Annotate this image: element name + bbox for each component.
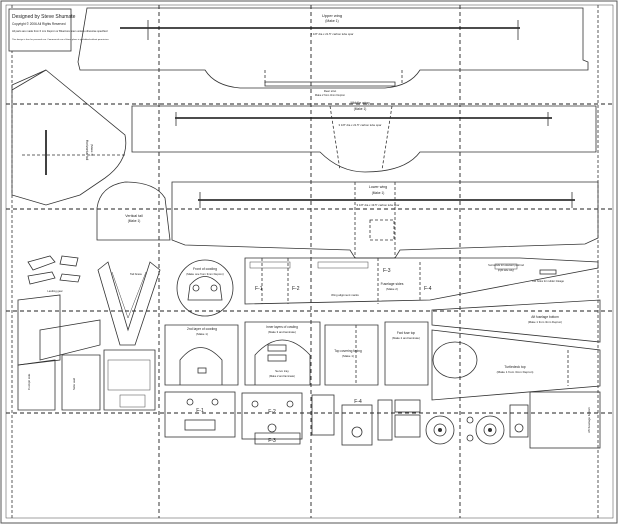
former-f2-label: F-2 bbox=[292, 286, 300, 292]
svg-text:(Make 1 from 3mm Depron): (Make 1 from 3mm Depron) bbox=[528, 320, 562, 324]
svg-text:Cockpit side: Cockpit side bbox=[27, 373, 31, 390]
svg-text:Tail brace: Tail brace bbox=[130, 272, 142, 276]
svg-text:(Make 1): (Make 1) bbox=[128, 219, 141, 223]
page-grid bbox=[6, 5, 612, 518]
svg-text:Cut holes for rudder linkage: Cut holes for rudder linkage bbox=[532, 279, 564, 283]
svg-text:Wing alignment marks: Wing alignment marks bbox=[331, 293, 359, 297]
fuselage-sides: F-1 F-2 F-3 F-4 Fuselage sides (Make 2) … bbox=[244, 257, 599, 305]
svg-text:Surrounds for elevator pushrod: Surrounds for elevator pushrod bbox=[488, 263, 524, 267]
svg-text:Inner layers of cowling: Inner layers of cowling bbox=[266, 325, 298, 329]
svg-text:Rear strut: Rear strut bbox=[324, 89, 337, 93]
svg-text:(Make 1): (Make 1) bbox=[342, 354, 354, 358]
fwd-fuse-top: Fwd fuse top (Make 2 and laminate) bbox=[384, 321, 429, 386]
vertical-tail: Vertical tail (Make 1) bbox=[96, 181, 171, 241]
title-block: Designed by Steve Shumate Copyright © 20… bbox=[8, 8, 109, 52]
svg-text:(Make 2 and laminate): (Make 2 and laminate) bbox=[392, 336, 420, 340]
svg-text:2nd layer of cowling: 2nd layer of cowling bbox=[187, 327, 217, 331]
svg-text:Fuselage sides: Fuselage sides bbox=[381, 282, 404, 286]
former-f3-label: F-3 bbox=[383, 268, 391, 274]
svg-text:(Make 1): (Make 1) bbox=[196, 332, 208, 336]
drawing-frame bbox=[5, 4, 614, 519]
svg-text:(Make 3 and laminate): (Make 3 and laminate) bbox=[268, 330, 296, 334]
svg-text:Top covering facing: Top covering facing bbox=[334, 349, 362, 353]
svg-text:(Make one from 3mm Depron): (Make one from 3mm Depron) bbox=[186, 272, 224, 276]
svg-text:(Make 2 and laminate): (Make 2 and laminate) bbox=[269, 374, 295, 378]
svg-text:Horizontal tail: Horizontal tail bbox=[85, 140, 89, 161]
upper-wing-qty: (Make 1) bbox=[325, 19, 338, 23]
svg-text:Vertical tail: Vertical tail bbox=[125, 214, 143, 218]
designer-text: Designed by Steve Shumate bbox=[12, 14, 76, 20]
former-f4b-label: F-4 bbox=[354, 399, 362, 405]
front-cowling: Front of cowling (Make one from 3mm Depr… bbox=[176, 259, 234, 317]
rudder-horn: Cut holes for rudder linkage bbox=[532, 269, 564, 283]
svg-text:(Make 1): (Make 1) bbox=[372, 191, 385, 195]
svg-text:Aft fuselage bottom: Aft fuselage bottom bbox=[531, 315, 559, 319]
second-cowling: 2nd layer of cowling (Make 1) bbox=[164, 324, 239, 386]
former-f1b-label: F-1 bbox=[196, 408, 204, 414]
formers: F-1 F-2 F-3 F-4 bbox=[164, 391, 421, 446]
horizontal-tail: Horizontal tail (Make 1) bbox=[11, 69, 127, 206]
tail-brace: Tail brace bbox=[97, 261, 161, 346]
side-parts: Cockpit side Side wall bbox=[17, 294, 156, 411]
svg-text:Make 2 from 3mm Depron: Make 2 from 3mm Depron bbox=[315, 93, 346, 97]
former-f3b-label: F-3 bbox=[268, 438, 276, 444]
former-f1-label: F-1 bbox=[255, 286, 263, 292]
former-f2b-label: F-2 bbox=[268, 409, 276, 415]
svg-text:Aft fuselage bottom: Aft fuselage bottom bbox=[587, 407, 591, 433]
svg-text:Side wall: Side wall bbox=[72, 378, 76, 390]
servo-guide: Surrounds for elevator pushrod (right si… bbox=[488, 263, 524, 272]
middle-wing: Middle wing (Make 1) 3 1/8" dia x 21.5" … bbox=[131, 101, 597, 173]
aft-fuselage-bottom: Aft fuselage bottom (Make 1 from 3mm Dep… bbox=[431, 299, 601, 343]
svg-text:Fwd fuse top: Fwd fuse top bbox=[397, 331, 415, 335]
svg-text:(Make 2): (Make 2) bbox=[386, 287, 398, 291]
upper-wing-label: Upper wing bbox=[322, 13, 342, 18]
rear-strut: Rear strut Make 2 from 3mm Depron bbox=[264, 81, 396, 97]
upper-wing-spar: 3 1/8" dia x 21.5" carbon tube spar bbox=[311, 32, 354, 36]
wheels bbox=[425, 404, 529, 445]
svg-text:(right side only): (right side only) bbox=[498, 269, 515, 272]
svg-text:3 1/8" dia x 19.5" carbon tube: 3 1/8" dia x 19.5" carbon tube spar bbox=[357, 203, 400, 207]
strut-pieces bbox=[107, 359, 151, 408]
note1-text: All parts are made from 6 mm Depron or B… bbox=[12, 29, 108, 33]
fuselage-bottom-block: Aft fuselage bottom bbox=[529, 391, 601, 449]
upper-wing: Upper wing (Make 1) 3 1/8" dia x 21.5" c… bbox=[77, 7, 589, 89]
svg-text:Turtledeck top: Turtledeck top bbox=[504, 365, 525, 369]
lower-wing-label: Lower wing bbox=[369, 185, 387, 189]
svg-text:Landing gear: Landing gear bbox=[47, 289, 62, 293]
svg-text:(Make 1): (Make 1) bbox=[90, 144, 94, 156]
middle-wing-label: Middle wing bbox=[351, 101, 370, 105]
former-f4-label: F-4 bbox=[424, 286, 432, 292]
svg-text:(Make 1 from 3mm Depron): (Make 1 from 3mm Depron) bbox=[497, 370, 534, 374]
note2-text: This design is free for personal use. Co… bbox=[12, 38, 109, 41]
turtledeck: Turtledeck top (Make 1 from 3mm Depron) bbox=[431, 329, 601, 401]
top-covering: Top covering facing (Make 1) bbox=[324, 324, 379, 386]
svg-text:Front of cowling: Front of cowling bbox=[193, 267, 217, 271]
copyright-text: Copyright © 2006 All Rights Reserved bbox=[12, 22, 66, 26]
svg-text:3 1/8" dia x 21.5" carbon tube: 3 1/8" dia x 21.5" carbon tube spar bbox=[339, 123, 382, 127]
inner-cowling: Inner layers of cowling (Make 3 and lami… bbox=[244, 321, 321, 386]
svg-text:Servo tray: Servo tray bbox=[275, 369, 289, 373]
landing-gear: Landing gear bbox=[27, 255, 81, 293]
svg-text:(Make 1): (Make 1) bbox=[354, 107, 367, 111]
